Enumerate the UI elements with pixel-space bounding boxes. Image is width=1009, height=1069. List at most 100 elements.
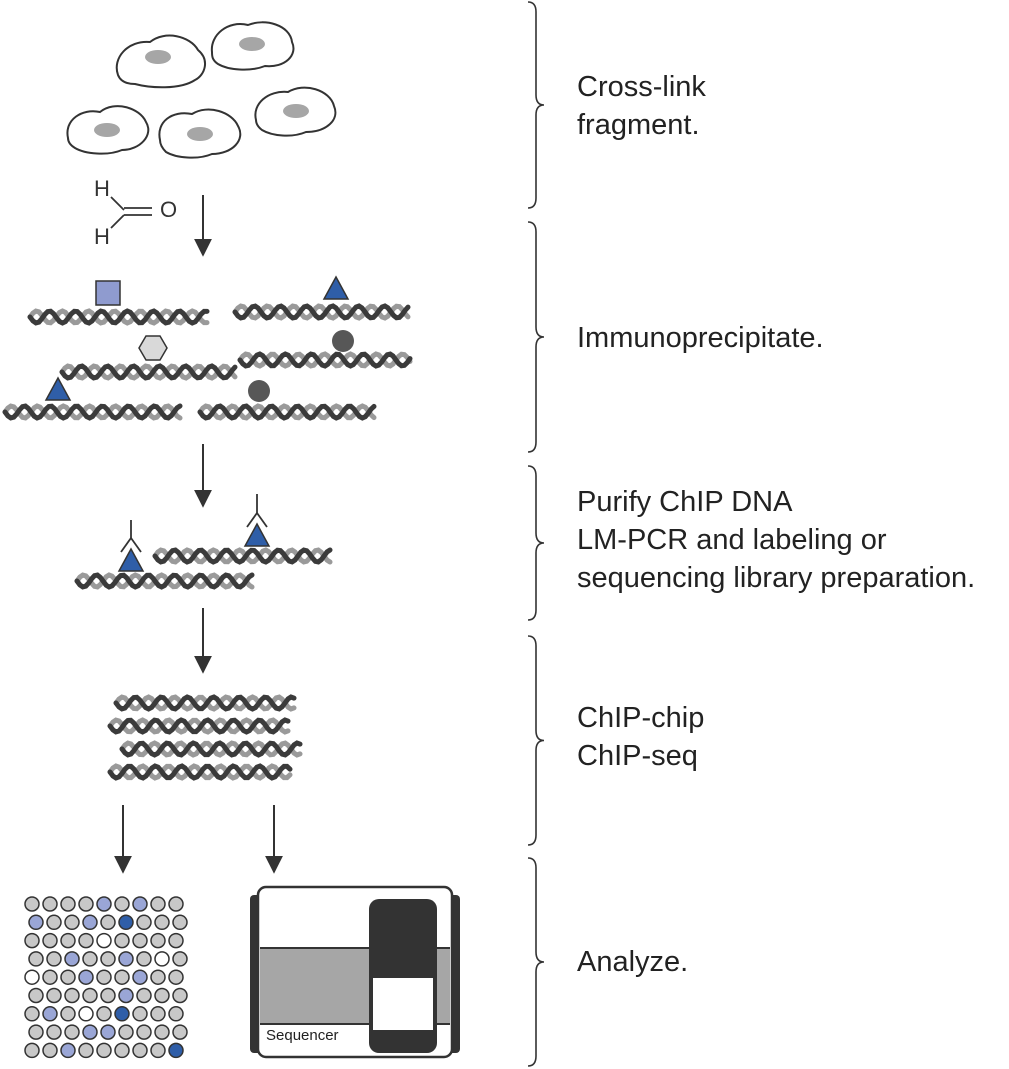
antibody-group: [117, 494, 271, 572]
dna-helix-icon: [2, 403, 183, 421]
triangle-protein-icon: [44, 376, 72, 401]
array-spot: [42, 1006, 58, 1022]
formaldehyde-h-top: H: [94, 176, 110, 201]
array-spot: [154, 914, 170, 931]
array-spot: [42, 932, 58, 949]
cell-icon: [210, 21, 295, 71]
triangle-protein-icon: [322, 275, 350, 300]
array-spot: [150, 1006, 166, 1022]
formaldehyde-o: O: [160, 197, 177, 222]
cells-group: [66, 21, 337, 159]
array-spot: [168, 1042, 184, 1059]
brace-icon: [527, 221, 545, 453]
dna-helix-icon: [152, 547, 333, 565]
array-spot: [28, 987, 44, 1004]
array-spot: [168, 969, 184, 985]
braces-group: [527, 1, 545, 1067]
array-spot: [172, 987, 188, 1004]
brace-icon: [527, 635, 545, 846]
array-spot: [64, 987, 80, 1004]
antibody-icon: [246, 494, 268, 528]
brace-icon: [527, 1, 545, 209]
array-spot: [96, 896, 112, 912]
array-spot: [24, 932, 40, 949]
step-label-purify: Purify ChIP DNA LM-PCR and labeling or s…: [577, 483, 975, 597]
array-spot: [46, 914, 62, 931]
array-spot: [154, 951, 170, 967]
step-label-line: LM-PCR and labeling or: [577, 524, 887, 556]
dna-helix-icon: [119, 740, 303, 758]
microarray-icon: [24, 896, 188, 1059]
array-spot: [60, 1042, 76, 1059]
array-spot: [114, 969, 130, 985]
array-spot: [24, 969, 40, 985]
triangle-protein-icon: [243, 522, 271, 547]
formaldehyde-icon: H H O: [94, 176, 177, 249]
dna-helix-icon: [107, 763, 293, 781]
dna-helix-icon: [113, 694, 297, 712]
array-spot: [100, 951, 116, 967]
array-spot: [78, 969, 94, 985]
array-spot: [82, 1024, 98, 1040]
step-label-line: ChIP-chip: [577, 702, 705, 734]
array-spot: [136, 987, 152, 1004]
array-spot: [28, 914, 44, 931]
array-spot: [168, 896, 184, 912]
array-spot: [60, 969, 76, 985]
array-spot: [82, 951, 98, 967]
antibody-icon: [120, 520, 142, 553]
array-spot: [136, 914, 152, 931]
cell-icon: [66, 105, 150, 155]
dna-helix-icon: [197, 403, 377, 421]
array-spot: [78, 896, 94, 912]
array-spot: [136, 951, 152, 967]
step-label-line: fragment.: [577, 109, 700, 141]
step-label-line: Cross-link: [577, 71, 706, 103]
array-spot: [168, 932, 184, 949]
brace-icon: [527, 465, 545, 621]
array-spot: [168, 1006, 184, 1022]
array-spot: [118, 951, 134, 967]
circle-protein-icon: [248, 380, 270, 402]
dna-helix-icon: [59, 363, 238, 381]
dna-fragments-group: [2, 303, 413, 781]
array-spot: [42, 896, 58, 912]
dna-helix-icon: [232, 303, 411, 321]
array-spot: [100, 1024, 116, 1040]
array-spot: [46, 987, 62, 1004]
array-spot: [172, 1024, 188, 1040]
array-spot: [64, 1024, 80, 1040]
array-spot: [96, 1006, 112, 1022]
array-spot: [118, 914, 134, 931]
array-spot: [100, 987, 116, 1004]
step-label-line: Analyze.: [577, 946, 689, 978]
array-spot: [96, 969, 112, 985]
square-protein-icon: [95, 280, 121, 306]
array-spot: [28, 1024, 44, 1040]
array-spot: [24, 1042, 40, 1059]
array-spot: [154, 987, 170, 1004]
array-spot: [24, 896, 40, 912]
dna-helix-icon: [107, 717, 291, 735]
step-label-immunoprecipitate: Immunoprecipitate.: [577, 319, 824, 357]
step-label-analyze: Analyze.: [577, 943, 688, 981]
array-spot: [82, 914, 98, 931]
array-spot: [132, 896, 148, 912]
array-spot: [114, 1006, 130, 1022]
cell-icon: [254, 86, 337, 137]
array-spot: [82, 987, 98, 1004]
array-spot: [150, 1042, 166, 1059]
cell-icon: [115, 34, 206, 89]
triangle-protein-icon: [117, 547, 145, 572]
array-spot: [172, 914, 188, 931]
array-spot: [96, 1042, 112, 1059]
array-spot: [46, 951, 62, 967]
array-spot: [132, 1042, 148, 1059]
array-spot: [96, 932, 112, 949]
step-label-crosslink: Cross-link fragment.: [577, 68, 706, 144]
array-spot: [42, 969, 58, 985]
array-spot: [150, 896, 166, 912]
array-spot: [150, 932, 166, 949]
array-spot: [132, 932, 148, 949]
